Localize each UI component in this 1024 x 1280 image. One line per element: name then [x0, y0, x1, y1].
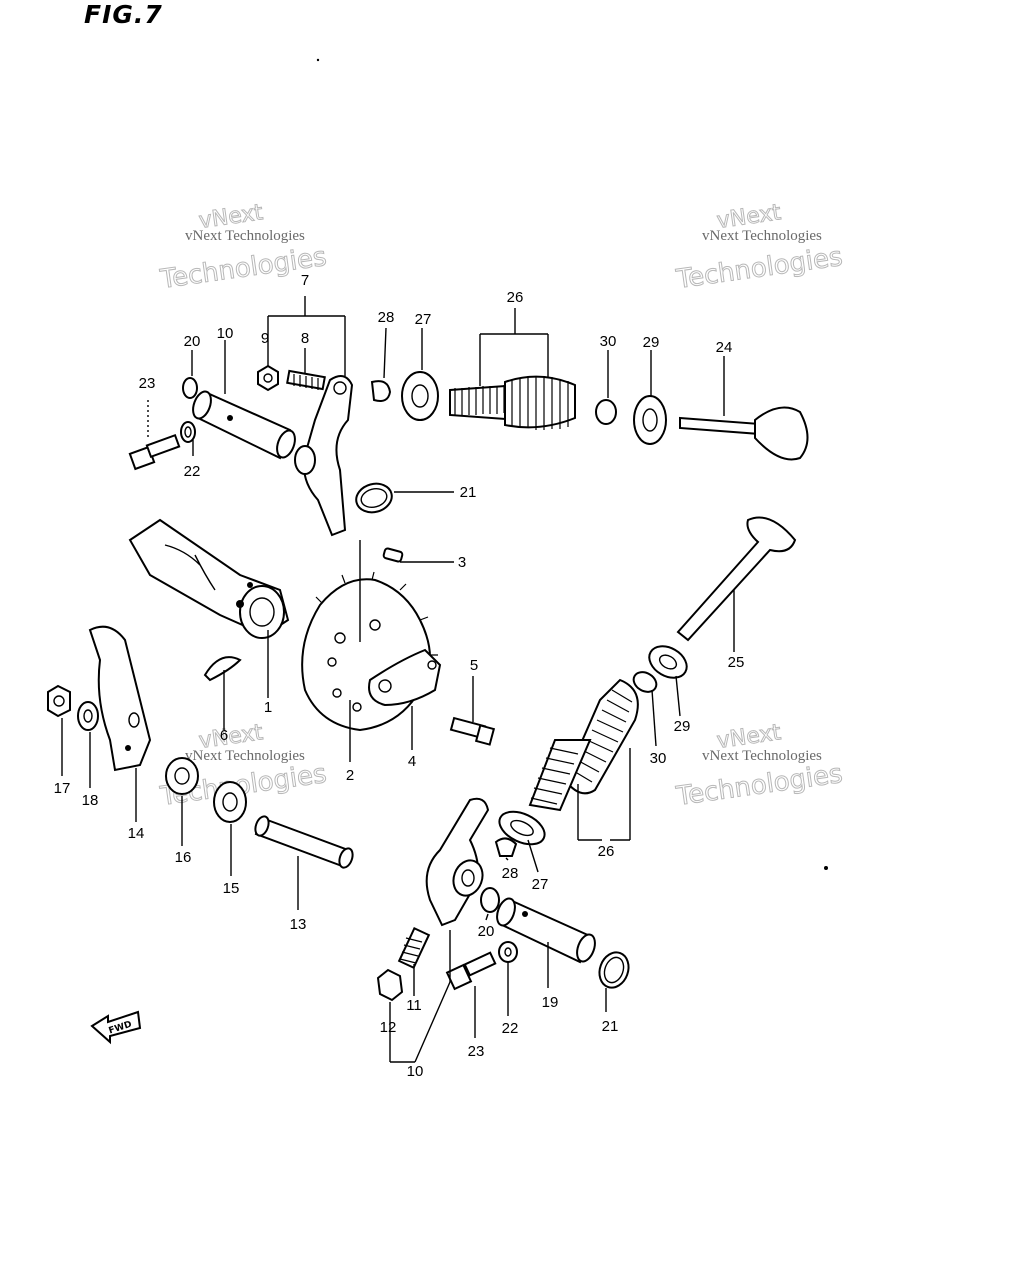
- label-15: 15: [223, 880, 240, 897]
- label-27: 27: [415, 311, 432, 328]
- label-25: 25: [728, 654, 745, 671]
- part-5-sprocket-bolt: [449, 716, 496, 746]
- label-26-lower: 26: [598, 843, 615, 860]
- label-21: 21: [460, 484, 477, 501]
- part-29-spring-seat-lower: [648, 645, 688, 679]
- leader-lines: [61, 296, 735, 1063]
- part-19-rocker-shaft-lower: [496, 897, 596, 964]
- part-25-intake-valve: [676, 516, 797, 642]
- part-28-cotter-lower: [494, 837, 518, 857]
- watermark-text: Technologies: [674, 759, 845, 812]
- label-28: 28: [378, 309, 395, 326]
- part-12-nut-lower: [376, 968, 404, 1002]
- part-10-rocker-arm-lower: [425, 797, 490, 927]
- watermark-text: vNext Technologies: [702, 748, 822, 764]
- label-24: 24: [716, 339, 733, 356]
- label-29: 29: [643, 334, 660, 351]
- watermark-text: vNext Technologies: [185, 228, 305, 244]
- label-26: 26: [507, 289, 524, 306]
- part-labels: 7 9 8 20 10 23 22 28 27 26 30 29 24 21 3…: [54, 272, 745, 1080]
- label-19: 19: [542, 994, 559, 1011]
- label-7: 7: [301, 272, 309, 289]
- part-20-o-ring-lower: [480, 887, 500, 913]
- label-30-lower: 30: [650, 750, 667, 767]
- part-3-cam-pin: [382, 547, 404, 563]
- label-23: 23: [139, 375, 156, 392]
- part-21-o-ring-lower: [598, 951, 630, 989]
- part-10-rocker-shaft: [192, 390, 296, 460]
- part-17-nut: [47, 684, 71, 718]
- label-10: 10: [217, 325, 234, 342]
- label-20: 20: [184, 333, 201, 350]
- part-11-adjust-screw-lower: [397, 926, 431, 970]
- fwd-arrow-icon: FWD: [90, 1010, 142, 1045]
- part-8-adjust-screw: [286, 369, 326, 391]
- label-10-lower: 10: [407, 1063, 424, 1080]
- part-4-sprocket-plate: [368, 648, 442, 707]
- part-15-bearing: [213, 781, 247, 823]
- label-5: 5: [470, 657, 478, 674]
- label-18: 18: [82, 792, 99, 809]
- part-30-stem-seal-lower: [632, 671, 658, 693]
- label-1: 1: [264, 699, 272, 716]
- part-27-retainer-lower: [498, 810, 546, 846]
- part-18-washer: [77, 701, 99, 731]
- label-20-lower: 20: [478, 923, 495, 940]
- part-16-bearing: [165, 757, 199, 795]
- part-29-spring-seat: [633, 395, 667, 445]
- part-13-shaft: [254, 815, 354, 869]
- label-11: 11: [406, 997, 422, 1014]
- label-21-lower: 21: [602, 1018, 619, 1035]
- label-16: 16: [175, 849, 192, 866]
- watermark-text: vNext Technologies: [185, 748, 305, 764]
- part-24-exhaust-valve: [679, 406, 809, 461]
- label-27-lower: 27: [532, 876, 549, 893]
- part-22-washer-lower: [498, 941, 518, 963]
- part-2-cam-sprocket: [301, 571, 438, 732]
- watermark-mid-right: vNext Technologies vNext Technologies: [673, 720, 845, 813]
- label-12: 12: [380, 1019, 397, 1036]
- watermark-top-right: vNext Technologies vNext Technologies: [673, 200, 845, 296]
- part-6-knock-pin: [203, 656, 242, 682]
- part-9-nut: [257, 364, 279, 392]
- part-21-o-ring: [355, 482, 393, 514]
- part-22-washer: [180, 421, 196, 443]
- part-27-spring-retainer: [401, 371, 439, 421]
- label-9: 9: [261, 330, 269, 347]
- part-26-valve-springs: [449, 375, 576, 430]
- label-2: 2: [346, 767, 354, 784]
- label-8: 8: [301, 330, 309, 347]
- label-13: 13: [290, 916, 307, 933]
- label-29-lower: 29: [674, 718, 691, 735]
- label-22: 22: [184, 463, 201, 480]
- part-23-bolt-lower: [445, 951, 497, 991]
- part-14-tensioner-arm: [88, 625, 152, 772]
- part-7-rocker-arm: [294, 375, 354, 537]
- label-30: 30: [600, 333, 617, 350]
- watermark-text: Technologies: [674, 242, 845, 295]
- label-22-lower: 22: [502, 1020, 519, 1037]
- label-6: 6: [220, 727, 228, 744]
- label-3: 3: [458, 554, 466, 571]
- label-23-lower: 23: [468, 1043, 485, 1060]
- part-28-valve-cotter: [370, 380, 392, 402]
- label-4: 4: [408, 753, 416, 770]
- part-30-valve-stem-seal: [595, 399, 617, 425]
- label-14: 14: [128, 825, 145, 842]
- figure-title: FIG.7: [84, 0, 163, 29]
- part-26-springs-lower: [528, 678, 639, 812]
- part-20-o-ring: [182, 377, 198, 399]
- label-17: 17: [54, 780, 71, 797]
- watermark-text: vNext Technologies: [702, 228, 822, 244]
- label-28-lower: 28: [502, 865, 519, 882]
- part-23-bolt: [128, 400, 181, 471]
- part-1-camshaft: [128, 518, 290, 639]
